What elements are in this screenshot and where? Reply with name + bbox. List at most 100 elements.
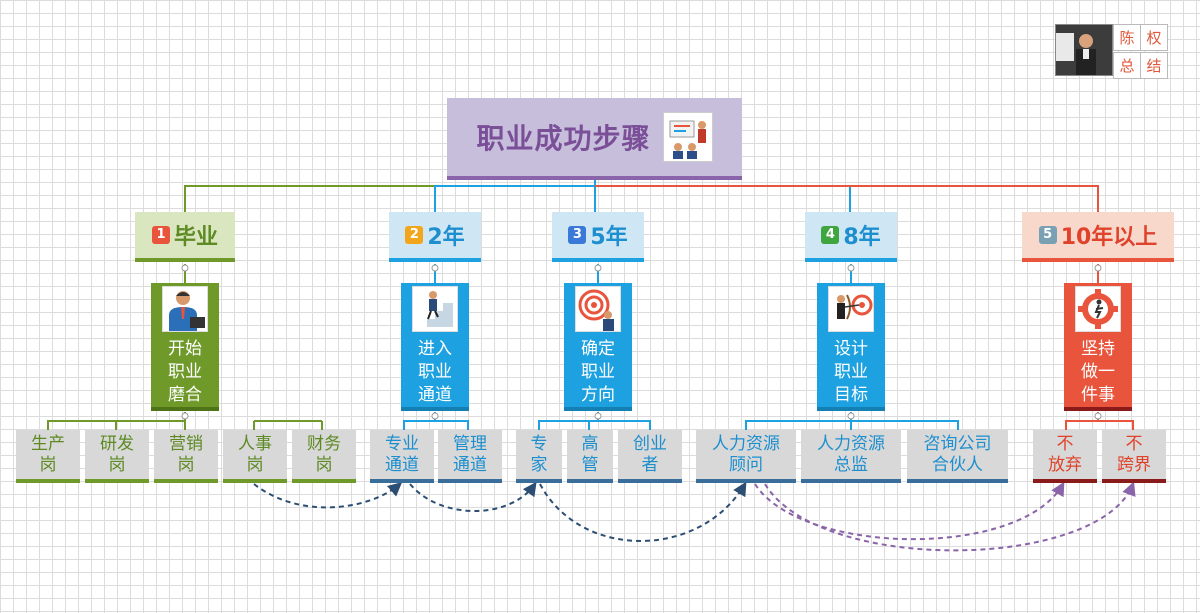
connector-card4-leaves (745, 412, 959, 430)
stage-label: 毕业 (173, 225, 218, 250)
leaf-line: 总监 (834, 454, 868, 475)
stage-1-card[interactable]: 开始 职业 磨合 (151, 283, 219, 411)
leaf-line: 不 (1125, 433, 1143, 454)
stage-number: 3 (568, 226, 587, 244)
stage-label: 5年 (590, 225, 628, 250)
stage-2[interactable]: 2 2年 (389, 212, 481, 262)
leaf-stage1[interactable]: 财务岗 (292, 430, 356, 483)
leaf-stage1[interactable]: 营销岗 (154, 430, 218, 483)
connector-root-stage4 (595, 185, 851, 212)
card-text: 进入 职业 通道 (415, 338, 455, 407)
stage-4-card[interactable]: 设计 职业 目标 (817, 283, 885, 411)
leaf-line: 高 (581, 433, 599, 454)
leaf-line: 合伙人 (932, 454, 983, 475)
card-text: 坚持 做一 件事 (1078, 338, 1118, 407)
card-line: 设计 (834, 339, 868, 359)
stage-2-card[interactable]: 进入 职业 通道 (401, 283, 469, 411)
leaf-line: 专 (530, 433, 548, 454)
collapse-marker[interactable] (181, 264, 189, 272)
collapse-marker[interactable] (1094, 412, 1102, 420)
badge-grid: 陈 权 总 结 (1113, 24, 1168, 80)
root-title: 职业成功步骤 (476, 122, 651, 155)
leaf-line: 财务 (307, 433, 341, 454)
stage-5-card[interactable]: 坚持 做一 件事 (1064, 283, 1132, 411)
root-topic[interactable]: 职业成功步骤 (447, 98, 742, 180)
leaf-stage1[interactable]: 生产岗 (16, 430, 80, 483)
leaf-line: 岗 (246, 454, 264, 475)
relation-arrow (253, 482, 403, 509)
stage-label: 2年 (427, 225, 465, 250)
stage-4[interactable]: 4 8年 (805, 212, 897, 262)
collapse-marker[interactable] (594, 412, 602, 420)
leaf-line: 顾问 (729, 454, 763, 475)
archery-icon (828, 286, 874, 332)
leaf-line: 者 (641, 454, 659, 475)
stage-number: 1 (151, 226, 170, 244)
leaf-line: 咨询公司 (923, 433, 992, 454)
leaf-line: 管 (581, 454, 599, 475)
leaf-stage1[interactable]: 研发岗 (85, 430, 149, 483)
collapse-marker[interactable] (181, 412, 189, 420)
leaf-line: 专业 (385, 433, 419, 454)
badge-char: 权 (1140, 24, 1168, 51)
collapse-marker[interactable] (847, 264, 855, 272)
stage-number: 2 (405, 226, 424, 244)
stairs-climb-icon (412, 286, 458, 332)
leaf-line: 人事 (238, 433, 272, 454)
card-line: 确定 (581, 339, 615, 359)
leaf-line: 跨界 (1117, 454, 1151, 475)
leaf-stage2[interactable]: 管理通道 (438, 430, 502, 483)
collapse-marker[interactable] (1094, 264, 1102, 272)
card-line: 坚持 (1081, 339, 1115, 359)
connector-card5-leaves (1065, 412, 1134, 430)
collapse-marker[interactable] (594, 264, 602, 272)
relation-arrow (409, 481, 537, 512)
collapse-marker[interactable] (431, 264, 439, 272)
connector-card3-leaves (538, 412, 651, 430)
relation-arrow (539, 481, 747, 542)
leaf-stage5[interactable]: 不跨界 (1102, 430, 1166, 483)
leaf-stage3[interactable]: 高管 (567, 430, 613, 483)
relation-arrow (754, 481, 1065, 541)
leaf-line: 岗 (39, 454, 57, 475)
card-text: 开始 职业 磨合 (165, 338, 205, 407)
leaf-line: 生产 (31, 433, 65, 454)
leaf-line: 人力资源 (712, 433, 780, 454)
leaf-line: 岗 (108, 454, 126, 475)
card-line: 方向 (581, 385, 615, 405)
card-line: 职业 (168, 362, 202, 382)
stage-label: 8年 (843, 225, 881, 250)
leaf-line: 通道 (385, 454, 419, 475)
card-line: 进入 (418, 339, 452, 359)
stage-5[interactable]: 5 10年以上 (1022, 212, 1174, 262)
badge-char: 陈 (1113, 24, 1141, 51)
connector-card1-leaves (47, 412, 323, 430)
stage-3-card[interactable]: 确定 职业 方向 (564, 283, 632, 411)
card-line: 做一 (1081, 362, 1115, 382)
collapse-marker[interactable] (431, 412, 439, 420)
collapse-marker[interactable] (847, 412, 855, 420)
leaf-stage4[interactable]: 咨询公司合伙人 (907, 430, 1008, 483)
leaf-line: 不 (1056, 433, 1074, 454)
leaf-stage4[interactable]: 人力资源顾问 (696, 430, 796, 483)
card-line: 职业 (834, 362, 868, 382)
leaf-stage3[interactable]: 专家 (516, 430, 562, 483)
leaf-line: 管理 (453, 433, 487, 454)
presentation-icon (662, 112, 713, 162)
leaf-stage2[interactable]: 专业通道 (370, 430, 434, 483)
connector-root-stage1 (184, 180, 596, 212)
target-icon (575, 286, 621, 332)
leaf-stage1[interactable]: 人事岗 (223, 430, 287, 483)
connector-card2-leaves (403, 412, 469, 430)
author-badge: 陈 权 总 结 (1055, 24, 1168, 79)
card-text: 设计 职业 目标 (831, 338, 871, 407)
leaf-stage5[interactable]: 不放弃 (1033, 430, 1097, 483)
stage-3[interactable]: 3 5年 (552, 212, 644, 262)
card-line: 磨合 (168, 385, 202, 405)
gear-runner-icon (1075, 286, 1121, 332)
card-line: 通道 (418, 385, 452, 405)
stage-1[interactable]: 1 毕业 (135, 212, 235, 262)
leaf-line: 放弃 (1048, 454, 1082, 475)
leaf-stage4[interactable]: 人力资源总监 (801, 430, 901, 483)
leaf-stage3[interactable]: 创业者 (618, 430, 682, 483)
